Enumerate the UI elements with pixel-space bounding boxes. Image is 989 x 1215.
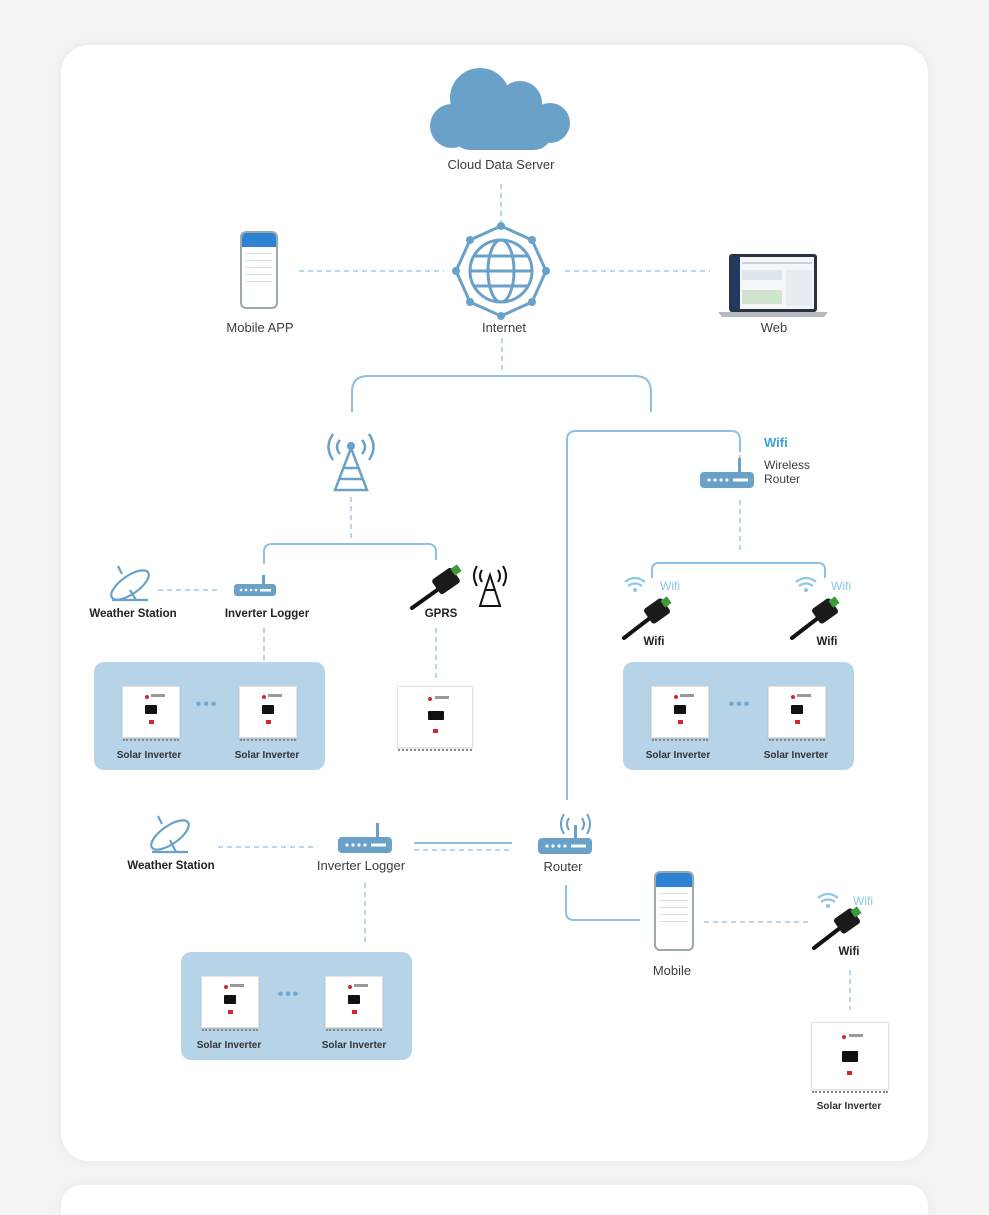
solar-inverter <box>239 686 297 741</box>
weather-station-label-2: Weather Station <box>127 860 215 872</box>
mobile-app-label: Mobile APP <box>226 320 294 335</box>
wireless-router-icon <box>700 458 754 488</box>
weather-station-icon <box>110 565 150 602</box>
weather-station-icon-2 <box>150 815 190 854</box>
solar-inverter <box>122 686 180 741</box>
wireless-router-label-1: Wireless <box>764 458 811 472</box>
wifi-header: Wifi <box>764 435 788 450</box>
solar-inverter-label: Solar Inverter <box>116 750 182 761</box>
router-label: Router <box>543 859 583 874</box>
cloud-label: Cloud Data Server <box>447 157 555 172</box>
ellipsis-icon: ••• <box>195 696 219 713</box>
wireless-router-label-2: Router <box>764 472 801 486</box>
weather-station-label: Weather Station <box>89 608 177 620</box>
solar-inverter <box>651 686 709 741</box>
internet-label: Internet <box>481 320 527 335</box>
cell-tower-icon <box>327 433 375 492</box>
wifi-label-1: Wifi <box>660 579 680 593</box>
laptop-icon <box>718 254 828 317</box>
wifi-signal-icon <box>624 576 839 903</box>
wifi-label-2: Wifi <box>831 579 851 593</box>
gprs-dongle-icon <box>410 564 462 610</box>
gprs-label: GPRS <box>424 608 458 620</box>
solar-inverter-single <box>811 1022 889 1093</box>
solar-inverter <box>325 976 383 1031</box>
inverter-logger-label-2: Inverter Logger <box>316 858 406 873</box>
mobile-app-phone-icon <box>240 231 278 309</box>
solar-inverter-gprs <box>397 686 473 751</box>
mobile-label: Mobile <box>652 963 692 978</box>
wifi-dongle-label-2: Wifi <box>816 636 838 648</box>
solar-inverter <box>201 976 259 1031</box>
wifi-label-3: Wifi <box>853 894 873 908</box>
cloud-icon <box>430 68 570 150</box>
wifi-dongle-label-1: Wifi <box>643 636 665 648</box>
solar-inverter-label: Solar Inverter <box>763 750 829 761</box>
ellipsis-icon: ••• <box>728 696 752 713</box>
wifi-dongle-icon <box>622 596 862 950</box>
inverter-logger-icon <box>234 575 276 596</box>
solar-inverter-label: Solar Inverter <box>645 750 711 761</box>
solar-inverter-label-single: Solar Inverter <box>816 1101 882 1112</box>
solar-inverter-label: Solar Inverter <box>234 750 300 761</box>
ellipsis-icon: ••• <box>277 986 301 1003</box>
inverter-logger-label: Inverter Logger <box>224 608 310 620</box>
wifi-dongle-label-3: Wifi <box>838 946 860 958</box>
solar-inverter-label: Solar Inverter <box>196 1040 262 1051</box>
gprs-tower-icon <box>473 565 507 607</box>
inverter-logger-icon-2 <box>338 823 392 853</box>
solar-inverter <box>768 686 826 741</box>
solar-inverter-label: Solar Inverter <box>321 1040 387 1051</box>
mobile-phone-icon <box>654 871 694 951</box>
router-icon <box>538 813 592 854</box>
web-label: Web <box>760 320 788 335</box>
